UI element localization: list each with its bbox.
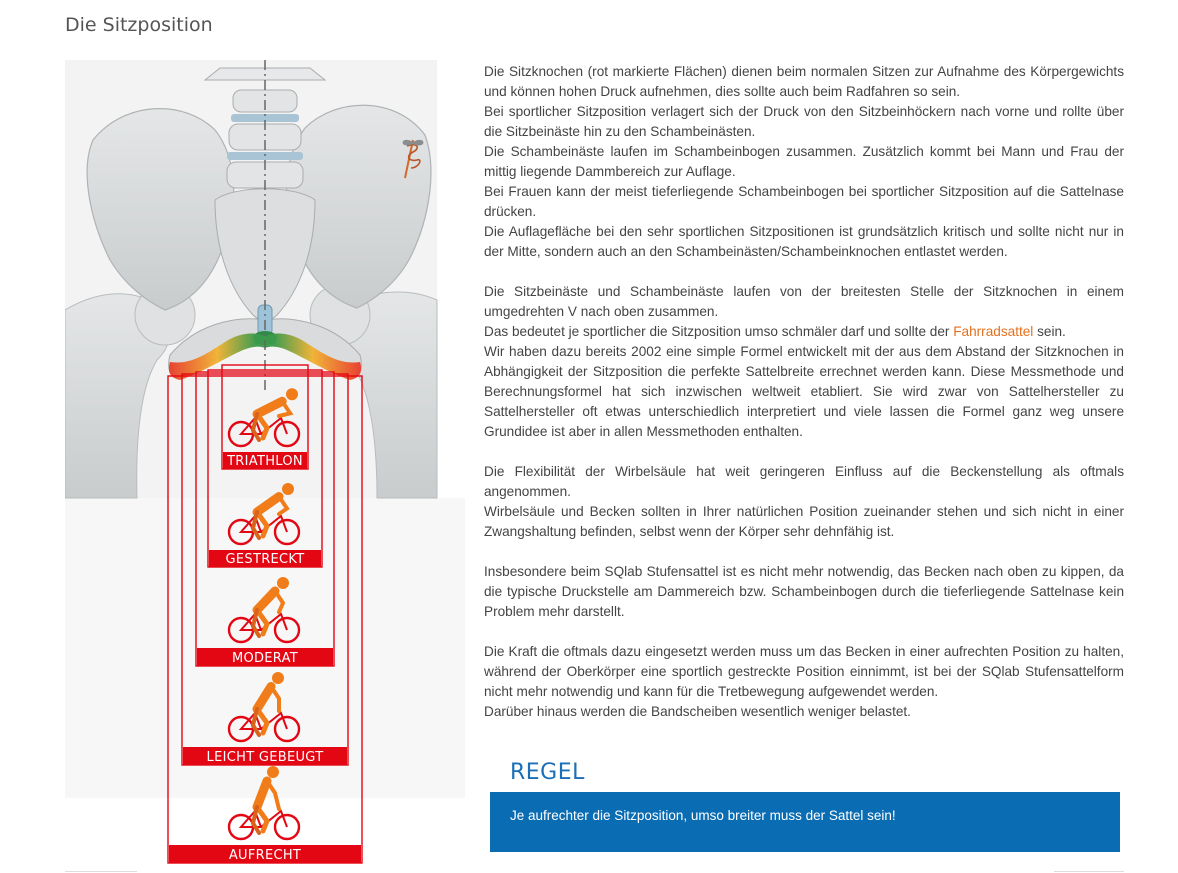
page-title: Die Sitzposition: [65, 14, 213, 36]
rider-pictogram: [227, 766, 301, 841]
position-frames: AUFRECHT LEICHT GEBEUGT MODERAT GESTRECKT TR…: [167, 364, 363, 864]
paragraph-sitzbeinaeste: Die Sitzbeinäste und Schambeinäste laufe…: [484, 282, 1124, 442]
position-label: TRIATHLON: [226, 454, 303, 469]
disc-l5: [227, 152, 303, 160]
text-line: Die Schambeinäste laufen im Schambeinbog…: [484, 144, 1124, 179]
rule-text: Je aufrechter die Sitzposition, umso bre…: [510, 808, 896, 823]
article-text: Die Sitzknochen (rot markierte Flächen) …: [484, 62, 1124, 742]
caduceus-icon: [402, 139, 424, 179]
position-label-bg: [169, 845, 361, 863]
fahrradsattel-link[interactable]: Fahrradsattel: [953, 324, 1034, 339]
rider-pictogram: [227, 577, 301, 644]
position-1: TRIATHLON: [221, 364, 309, 470]
pelvis-seat-position-figure: AUFRECHT LEICHT GEBEUGT MODERAT GESTRECKT TR…: [65, 60, 465, 868]
position-label: GESTRECKT: [226, 552, 305, 567]
position-5: AUFRECHT: [167, 375, 363, 864]
text-line: Das bedeutet je sportlicher die Sitzposi…: [484, 322, 1124, 342]
paragraph-stufensattel: Insbesondere beim SQlab Stufensattel ist…: [484, 562, 1124, 622]
footer-divider-left: [65, 871, 137, 872]
text-line: Bei sportlicher Sitzposition verlagert s…: [484, 104, 1124, 139]
position-label-bg: [197, 648, 333, 666]
paragraph-kraft: Die Kraft die oftmals dazu eingesetzt we…: [484, 642, 1124, 722]
disc-l4: [231, 114, 299, 122]
left-iliac-wing: [86, 108, 235, 311]
rider-pictogram: [227, 672, 301, 743]
position-label: LEICHT GEBEUGT: [207, 750, 324, 765]
paragraph-wirbelsaeule: Die Flexibilität der Wirbelsäule hat wei…: [484, 462, 1124, 542]
text-segment: Das bedeutet je sportlicher die Sitzposi…: [484, 324, 954, 339]
text-line: Wir haben dazu bereits 2002 eine simple …: [484, 344, 1124, 439]
text-line: Insbesondere beim SQlab Stufensattel ist…: [484, 564, 1124, 619]
rider-pictogram: [227, 483, 301, 546]
rider-pictogram: [227, 388, 301, 448]
text-line: Wirbelsäule und Becken sollten in Ihrer …: [484, 504, 1124, 539]
text-line: Die Flexibilität der Wirbelsäule hat wei…: [484, 464, 1124, 499]
text-line: Die Auflagefläche bei den sehr sportlich…: [484, 224, 1124, 259]
paragraph-sitzknochen: Die Sitzknochen (rot markierte Flächen) …: [484, 62, 1124, 262]
right-iliac-wing: [285, 104, 432, 309]
position-label-bg: [209, 550, 321, 567]
position-label-bg: [183, 747, 347, 765]
rule-heading: REGEL: [510, 760, 585, 785]
position-3: MODERAT: [195, 371, 335, 667]
text-line: Die Sitzknochen (rot markierte Flächen) …: [484, 64, 1124, 99]
text-line: Die Kraft die oftmals dazu eingesetzt we…: [484, 644, 1124, 699]
position-label: AUFRECHT: [229, 848, 301, 863]
footer-divider-right: [1054, 871, 1124, 872]
text-line: Die Sitzbeinäste und Schambeinäste laufe…: [484, 284, 1124, 319]
text-line: Bei Frauen kann der meist tieferliegende…: [484, 184, 1124, 219]
position-label: MODERAT: [232, 651, 298, 666]
position-label-bg: [223, 452, 307, 469]
position-4: LEICHT GEBEUGT: [181, 373, 349, 766]
position-2: GESTRECKT: [207, 369, 323, 568]
rule-box: Je aufrechter die Sitzposition, umso bre…: [490, 792, 1120, 852]
text-line: Darüber hinaus werden die Bandscheiben w…: [484, 704, 911, 719]
text-segment: sein.: [1033, 324, 1066, 339]
